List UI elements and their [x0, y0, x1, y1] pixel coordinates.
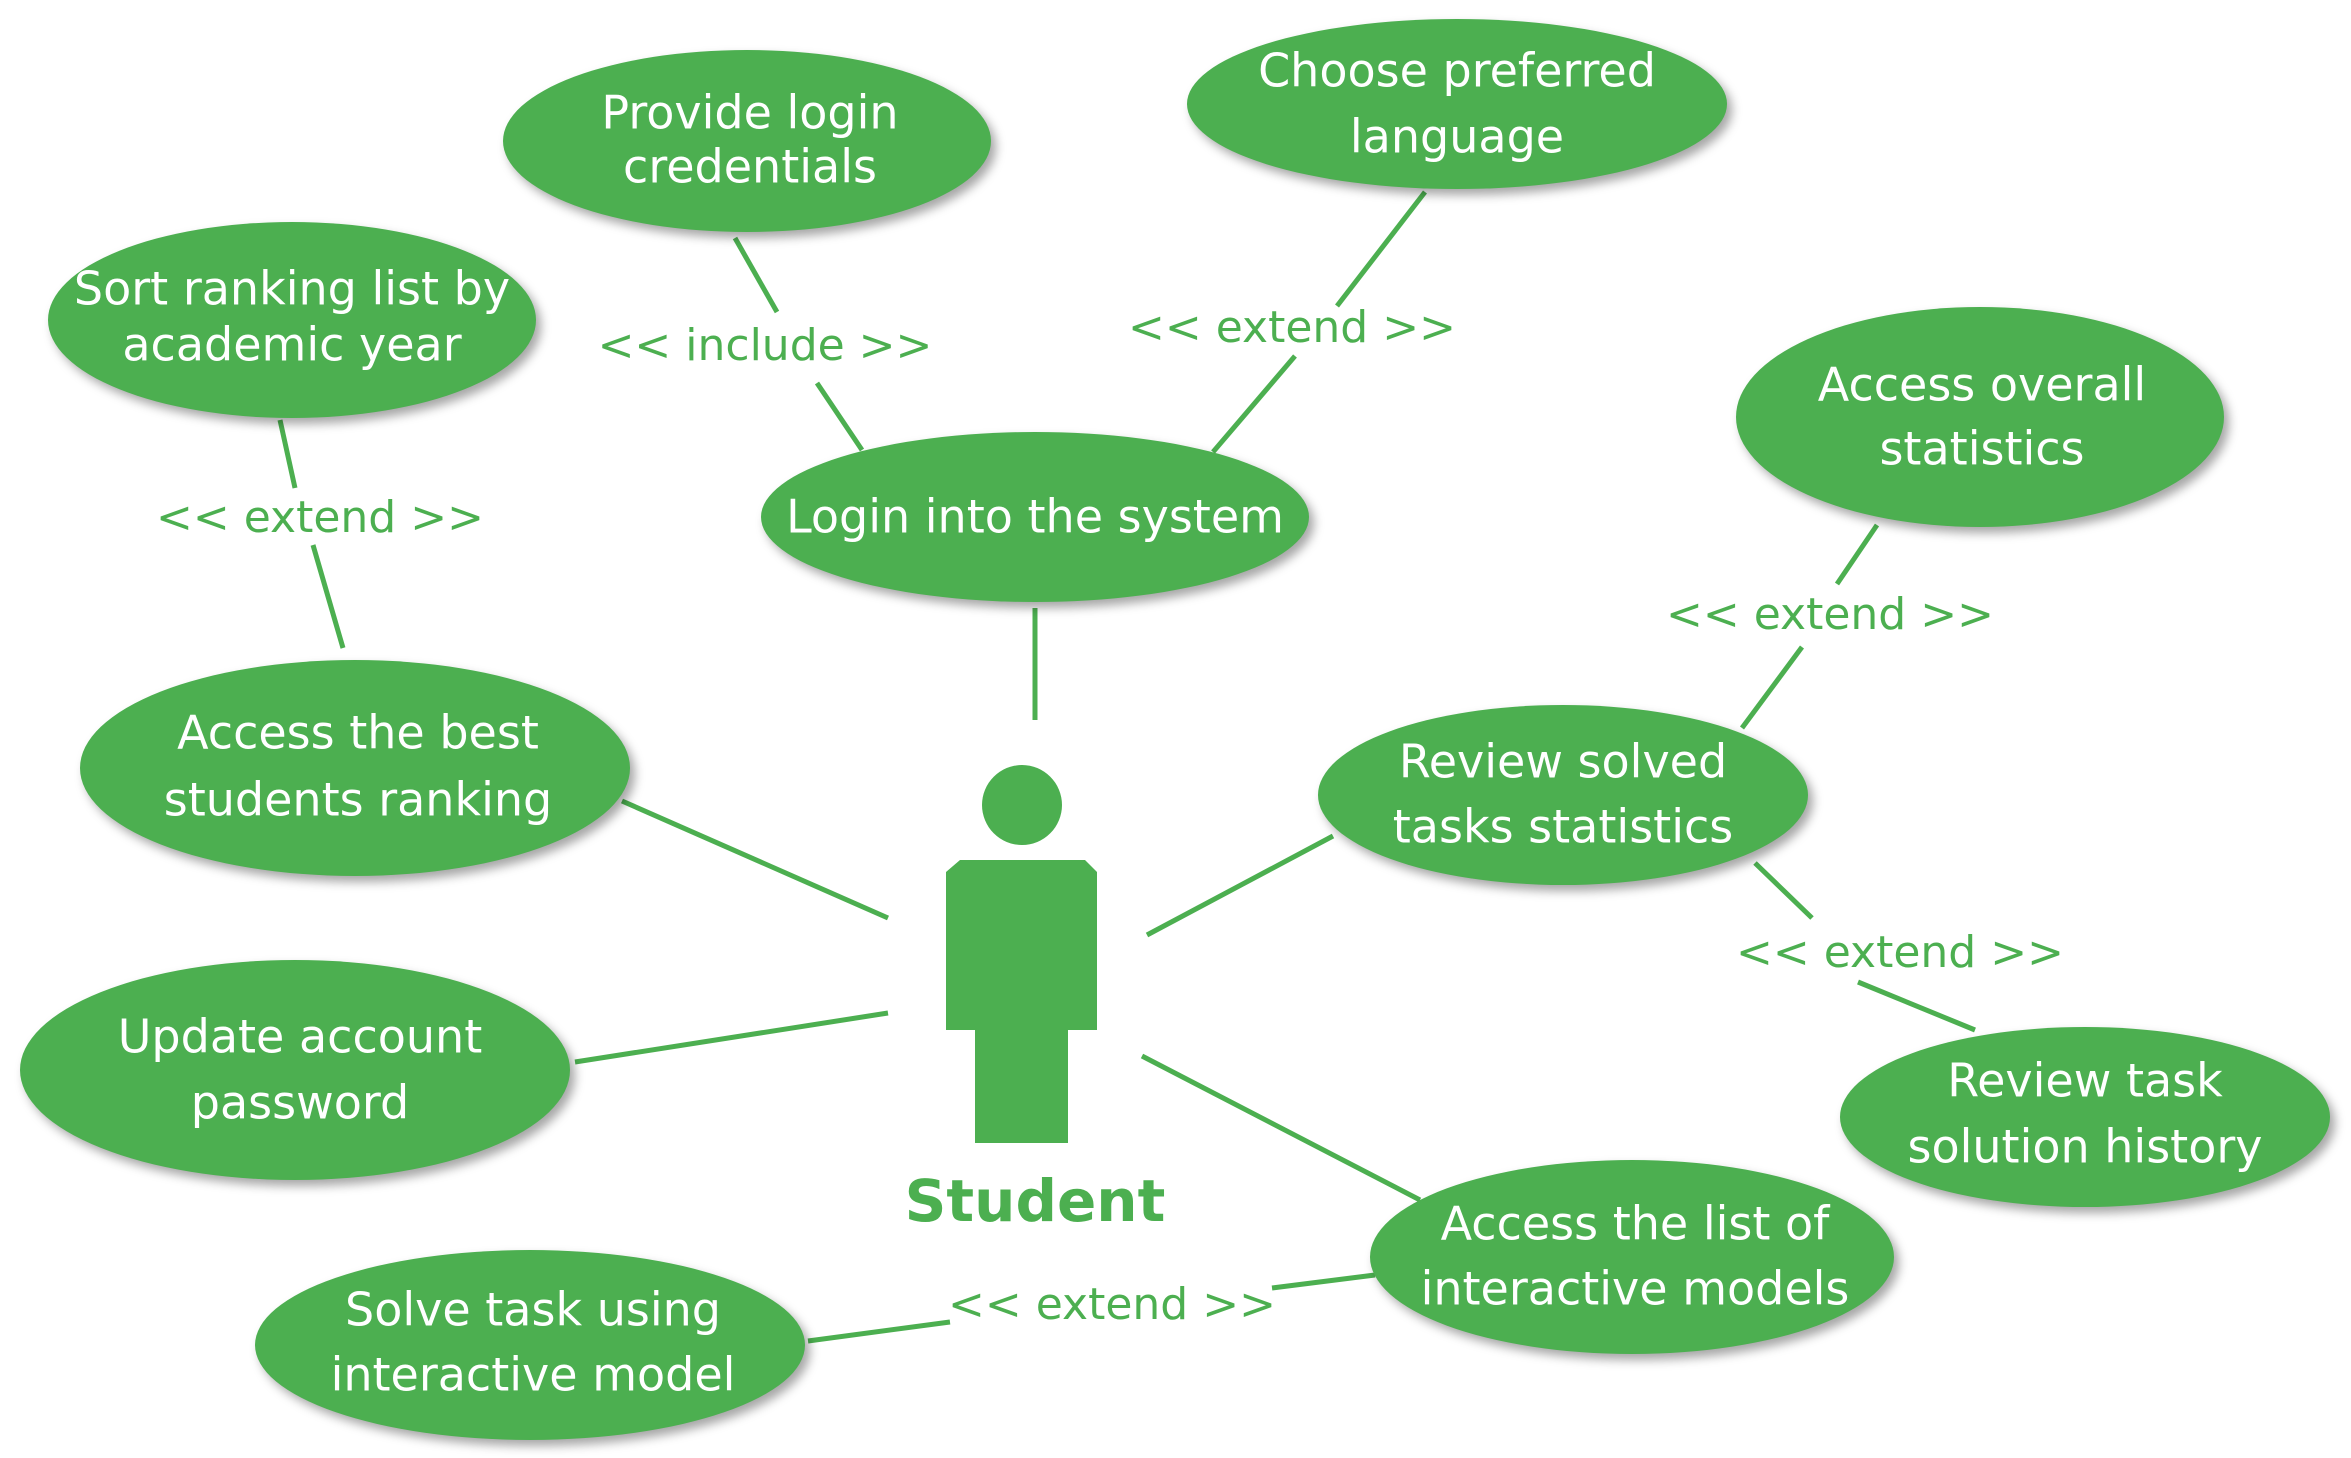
use-case-choose-preferred-language: Choose preferred language: [1187, 19, 1727, 189]
connector-access-overall-to-review-solved: [1834, 523, 1880, 586]
use-case-label: credentials: [623, 140, 877, 194]
use-case-label: academic year: [122, 318, 461, 372]
connector-provide-login-to-login: [732, 236, 780, 314]
use-case-label: statistics: [1879, 422, 2084, 476]
extend-label: << extend >>: [1128, 302, 1456, 353]
use-case-solve-task-interactive-model: Solve task using interactive model: [255, 1250, 805, 1440]
use-case-provide-login-credentials: Provide login credentials: [503, 50, 991, 232]
connectors: [277, 190, 1976, 1344]
use-case-label: Solve task using: [345, 1283, 721, 1337]
use-case-review-task-solution-history: Review task solution history: [1840, 1027, 2330, 1207]
actor-name: Student: [905, 1167, 1166, 1235]
connector-sort-ranking-to-access-best: [310, 544, 346, 649]
use-case-review-solved-tasks-statistics: Review solved tasks statistics: [1318, 705, 1808, 885]
use-case-label: Sort ranking list by: [74, 262, 510, 316]
use-case-sort-ranking-list: Sort ranking list by academic year: [48, 222, 536, 418]
connector-access-models-to-actor: [1140, 1053, 1422, 1203]
use-case-label: password: [191, 1076, 409, 1130]
use-case-label: solution history: [1908, 1120, 2263, 1174]
use-case-label: students ranking: [164, 773, 552, 827]
use-case-login-into-system: Login into the system: [761, 432, 1309, 602]
connector-solve-task-to-access-models: [1271, 1272, 1376, 1291]
use-case-label: Review task: [1947, 1054, 2223, 1108]
use-case-label: Access the list of: [1441, 1197, 1832, 1251]
use-case-label: Login into the system: [786, 490, 1284, 544]
use-case-label: Update account: [118, 1010, 482, 1064]
connector-access-overall-to-review-solved: [1739, 645, 1805, 730]
connector-review-solved-to-review-history: [1753, 861, 1814, 920]
use-case-label: language: [1350, 110, 1564, 164]
use-case-label: Review solved: [1399, 735, 1727, 789]
connector-access-best-to-actor: [620, 798, 890, 921]
use-case-label: interactive model: [331, 1348, 736, 1402]
connector-provide-login-to-login: [814, 381, 865, 452]
person-icon: [946, 765, 1097, 1143]
extend-label: << extend >>: [1736, 927, 2064, 978]
use-case-label: Choose preferred: [1258, 44, 1656, 98]
connector-solve-task-to-access-models: [807, 1319, 951, 1344]
use-case-label: Access the best: [177, 706, 539, 760]
use-case-update-account-password: Update account password: [20, 960, 570, 1180]
connector-choose-language-to-login: [1211, 354, 1297, 454]
include-label: << include >>: [598, 320, 933, 371]
connector-choose-language-to-login: [1335, 190, 1427, 308]
extend-label: << extend >>: [948, 1279, 1276, 1330]
extend-label: << extend >>: [156, 492, 484, 543]
connector-review-solved-to-review-history: [1857, 979, 1976, 1033]
connector-sort-ranking-to-access-best: [277, 419, 298, 489]
use-case-label: Access overall: [1818, 358, 2146, 412]
use-case-label: tasks statistics: [1393, 800, 1733, 854]
use-case-access-list-interactive-models: Access the list of interactive models: [1370, 1160, 1894, 1354]
connector-review-solved-to-actor: [1145, 833, 1335, 938]
extend-label: << extend >>: [1666, 589, 1994, 640]
use-case-label: interactive models: [1421, 1262, 1850, 1316]
use-case-access-overall-statistics: Access overall statistics: [1736, 307, 2224, 527]
use-case-label: Provide login: [601, 86, 898, 140]
connector-update-password-to-actor: [574, 1010, 889, 1065]
use-case-access-best-students-ranking: Access the best students ranking: [80, 660, 630, 876]
